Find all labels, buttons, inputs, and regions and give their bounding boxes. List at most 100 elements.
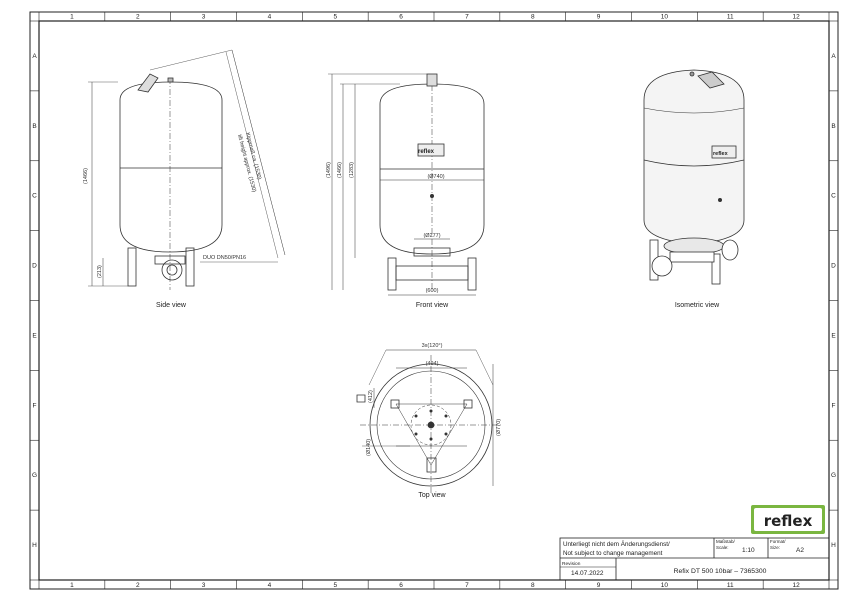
grid-column-label: 6 xyxy=(399,582,403,589)
front-dim-h1: (1496) xyxy=(326,162,332,178)
front-nameplate xyxy=(417,143,445,157)
revision-label: Revision xyxy=(562,561,581,567)
format-label: Format/ xyxy=(770,539,786,544)
revision-date: 14.07.2022 xyxy=(571,570,604,577)
grid-row-label: G xyxy=(831,472,836,479)
front-nameplate-text: reflex xyxy=(418,149,435,155)
iso-nameplate-text: reflex xyxy=(713,151,729,157)
iso-handle xyxy=(697,71,725,89)
grid-column-label: 7 xyxy=(465,582,469,589)
front-bottom-flange xyxy=(413,247,451,257)
side-view-label: Side view xyxy=(156,302,187,309)
side-leg-right xyxy=(185,247,195,287)
side-dim-bottom: (213) xyxy=(97,265,103,278)
grid-row-label: B xyxy=(831,123,835,130)
reflex-logo: reflex xyxy=(764,512,813,530)
top-dim-angle: 3x(120°) xyxy=(422,343,443,349)
grid-row-label: D xyxy=(32,263,37,270)
grid-column-label: 8 xyxy=(531,582,535,589)
front-dim-h2: (1466) xyxy=(337,162,343,178)
title-block xyxy=(559,537,830,581)
top-dim-width: (494) xyxy=(426,361,439,367)
scale-label-2: Scale: xyxy=(716,545,729,550)
grid-column-label: 7 xyxy=(465,14,469,21)
front-dim-h3: (1283) xyxy=(349,162,355,178)
top-view xyxy=(356,349,502,495)
front-base-frame xyxy=(395,265,469,281)
side-top-fitting xyxy=(167,77,174,83)
side-dim-connection: DUO DN50/PN16 xyxy=(203,255,246,261)
grid-row-label: C xyxy=(831,193,836,200)
grid-row-label: H xyxy=(32,542,37,549)
top-view-label: Top view xyxy=(418,492,446,499)
front-top-fitting xyxy=(426,73,438,87)
side-tilt-ext-1 xyxy=(149,49,233,71)
side-tank-body xyxy=(119,81,223,253)
side-handle xyxy=(137,73,159,93)
grid-row-label: F xyxy=(832,402,836,409)
grid-row-label: A xyxy=(831,53,836,60)
front-leg-right xyxy=(467,257,477,291)
grid-row-label: G xyxy=(32,472,37,479)
side-pipe xyxy=(154,255,186,265)
grid-column-label: 12 xyxy=(792,582,800,589)
side-leg-left xyxy=(127,247,137,287)
grid-column-label: 3 xyxy=(202,582,206,589)
side-dim-height: (1466) xyxy=(83,168,89,184)
iso-leg-right xyxy=(711,253,721,285)
iso-flange-right xyxy=(721,239,739,261)
grid-column-label: 5 xyxy=(333,582,337,589)
grid-row-label: A xyxy=(32,53,37,60)
top-dim-outer: (Ø770) xyxy=(496,419,502,436)
front-view xyxy=(328,73,485,296)
side-tilt-line xyxy=(231,49,286,256)
grid-column-label: 1 xyxy=(70,582,74,589)
top-foot-2 xyxy=(463,399,473,409)
scale-value: 1:10 xyxy=(742,547,755,554)
side-view xyxy=(88,49,286,290)
grid-column-label: 12 xyxy=(792,14,800,21)
top-foot-1 xyxy=(390,399,400,409)
iso-pipe xyxy=(669,251,715,263)
grid-column-label: 10 xyxy=(661,14,669,21)
top-dim-bolt: (Ø140) xyxy=(366,439,372,456)
grid-column-label: 11 xyxy=(727,582,734,589)
grid-ticks xyxy=(30,12,838,589)
iso-nameplate xyxy=(711,145,737,159)
front-dim-base: (600) xyxy=(426,288,439,294)
grid-column-label: 9 xyxy=(597,582,601,589)
grid-column-label: 4 xyxy=(268,582,272,589)
grid-column-label: 5 xyxy=(333,14,337,21)
grid-column-label: 8 xyxy=(531,14,535,21)
iso-flange-left xyxy=(651,255,673,277)
grid-column-label: 1 xyxy=(70,14,74,21)
grid-column-label: 4 xyxy=(268,14,272,21)
notice-en: Not subject to change management xyxy=(563,550,663,557)
grid-column-label: 9 xyxy=(597,14,601,21)
front-view-label: Front view xyxy=(416,302,449,309)
scale-label: Maßstab/ xyxy=(716,539,736,544)
grid-column-label: 2 xyxy=(136,14,140,21)
grid-row-label: E xyxy=(831,332,836,339)
top-dim-small: (412) xyxy=(368,390,374,403)
format-label-2: Size: xyxy=(770,545,780,550)
side-flange-outer xyxy=(161,259,183,281)
notice-de: Unterliegt nicht dem Änderungsdienst/ xyxy=(563,540,670,548)
isometric-view xyxy=(643,69,745,285)
front-leg-left xyxy=(387,257,397,291)
grid-row-label: D xyxy=(831,263,836,270)
drawing-title: Refix DT 500 10bar – 7365300 xyxy=(674,568,767,575)
isometric-view-label: Isometric view xyxy=(675,302,720,309)
front-dim-inner: (Ø277) xyxy=(423,233,440,239)
grid-row-label: F xyxy=(33,402,37,409)
grid-column-label: 10 xyxy=(661,582,669,589)
front-tank-body xyxy=(379,83,485,255)
iso-weld-line xyxy=(643,159,745,167)
grid-column-label: 3 xyxy=(202,14,206,21)
top-foot-3 xyxy=(426,457,437,473)
grid-row-label: C xyxy=(32,193,37,200)
top-center xyxy=(427,421,435,429)
grid-column-label: 2 xyxy=(136,582,140,589)
front-dim-diameter: (Ø740) xyxy=(427,174,444,180)
